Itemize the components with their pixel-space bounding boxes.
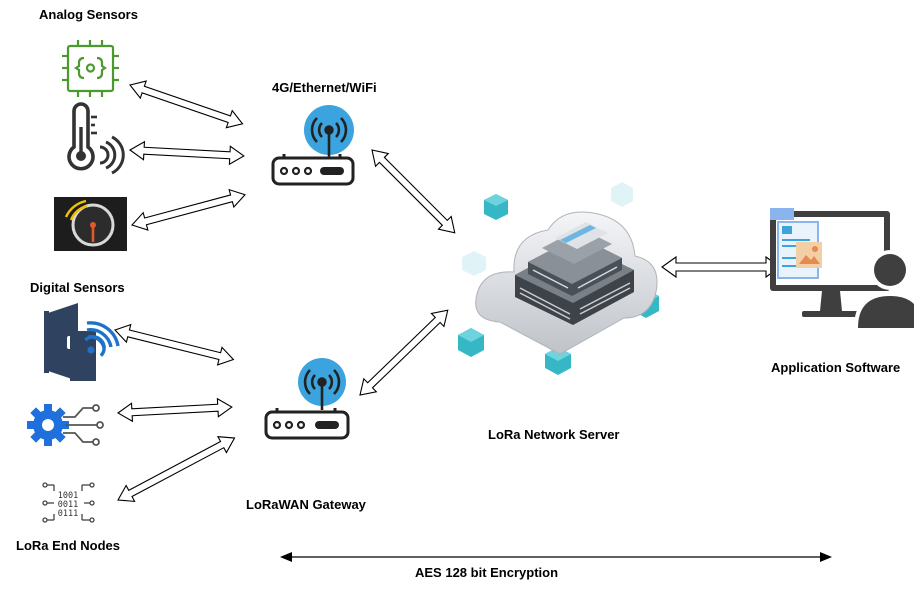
router-icon: [271, 105, 355, 186]
binary-line-1: 1001: [58, 491, 78, 501]
lorawan-gateway-label: LoRaWAN Gateway: [246, 497, 366, 512]
analog-sensors-label: Analog Sensors: [39, 7, 138, 22]
binary-line-3: 0111: [58, 509, 78, 519]
lora-end-nodes-label: LoRa End Nodes: [16, 538, 121, 553]
arrow-gauge-gateway: [131, 188, 246, 231]
binary-node-icon: 1001 0011 0111: [42, 482, 95, 523]
arrow-door-gateway: [114, 323, 235, 366]
cube-icon: [484, 194, 508, 220]
thermometer-icon: [67, 102, 125, 175]
circuit-chip-icon: [62, 40, 119, 97]
arrow-node-gateway: [117, 436, 236, 503]
arrow-cloud-application: [661, 255, 781, 279]
smart-door-icon: [44, 303, 120, 381]
arrow-chip-gateway: [129, 80, 244, 129]
connectivity-label: 4G/Ethernet/WiFi: [272, 80, 377, 95]
cube-icon: [462, 251, 486, 276]
arrow-gateway-cloud-bottom: [359, 309, 449, 396]
digital-sensors-label: Digital Sensors: [30, 280, 125, 295]
network-server-label: LoRa Network Server: [488, 427, 620, 442]
arrow-gear-gateway: [116, 397, 233, 423]
arrow-thermometer-gateway: [128, 140, 245, 166]
gauge-icon: [54, 197, 127, 251]
encryption-label: AES 128 bit Encryption: [415, 565, 559, 580]
gear-network-icon: [27, 404, 104, 446]
cube-icon: [611, 182, 633, 207]
binary-line-2: 0011: [58, 500, 78, 510]
cube-icon: [458, 328, 484, 357]
application-software-label: Application Software: [771, 360, 901, 375]
computer-user-icon: [770, 208, 914, 328]
cloud-server-icon: [458, 182, 659, 375]
encryption-line: [280, 552, 832, 562]
lorawan-router-icon: [264, 358, 350, 440]
arrow-gateway-cloud-top: [371, 149, 456, 234]
